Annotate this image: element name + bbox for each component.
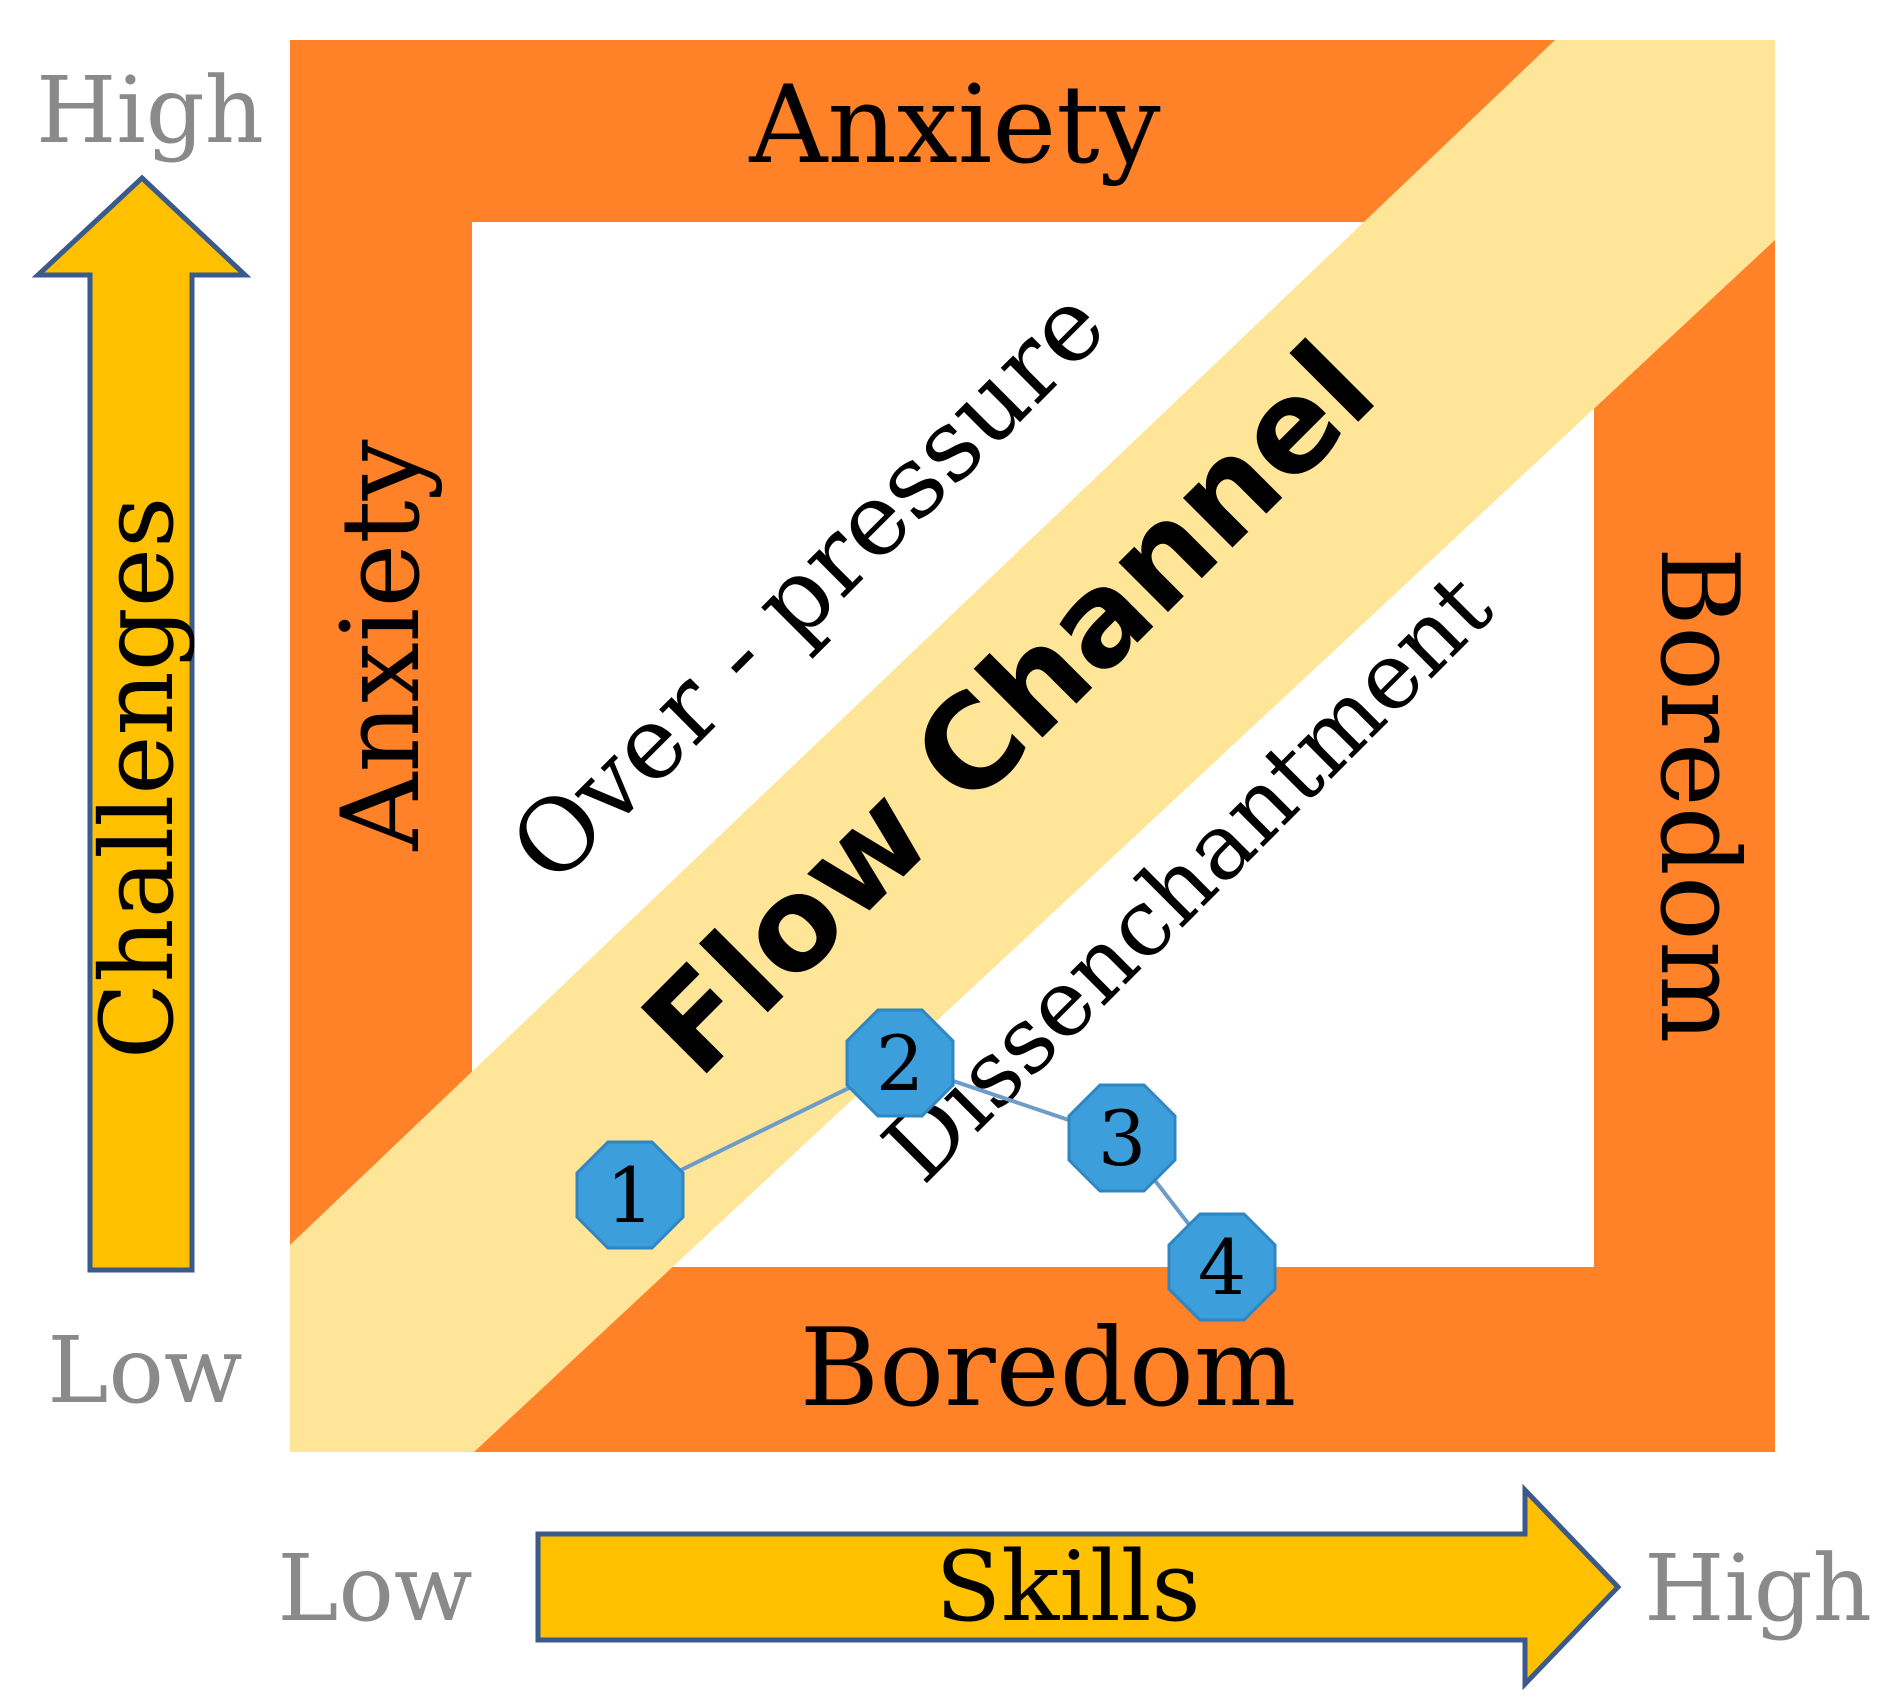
skills-axis-label: Skills <box>935 1531 1200 1643</box>
frame-label-right: Boredom <box>1636 547 1761 1044</box>
path-node-1: 1 <box>575 1140 685 1250</box>
path-node-2: 2 <box>845 1008 955 1118</box>
challenges-axis-label: Challenges <box>79 497 196 1060</box>
path-node-4-label: 4 <box>1198 1223 1246 1312</box>
frame-label-left: Anxiety <box>319 439 444 851</box>
path-node-4: 4 <box>1167 1212 1277 1322</box>
challenges-high-label: High <box>36 57 264 164</box>
path-node-2-label: 2 <box>876 1019 924 1108</box>
path-node-3-label: 3 <box>1098 1094 1146 1183</box>
path-node-1-label: 1 <box>606 1151 654 1240</box>
skills-low-label: Low <box>277 1535 472 1642</box>
frame-label-bottom: Boredom <box>800 1306 1297 1431</box>
progress-path-line <box>629 1060 1224 1269</box>
frame-label-top: Anxiety <box>748 63 1160 188</box>
path-node-3: 3 <box>1067 1083 1177 1193</box>
skills-high-label: High <box>1644 1535 1872 1642</box>
flow-channel-band <box>290 40 1775 1452</box>
challenges-low-label: Low <box>47 1317 242 1424</box>
skills-axis-arrow <box>535 1483 1622 1691</box>
challenges-axis-arrow <box>31 174 252 1273</box>
